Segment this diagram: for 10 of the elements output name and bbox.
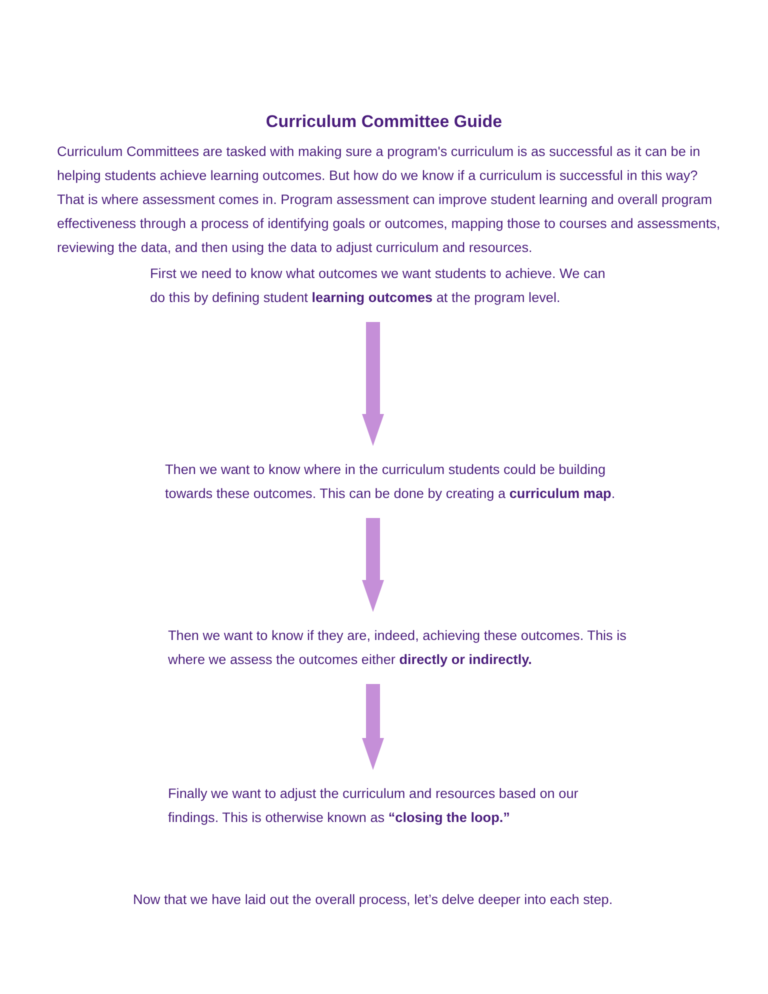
closing-sentence: Now that we have laid out the overall process, let’s delve deeper into each step. [133, 891, 614, 909]
intro-paragraph: Curriculum Committees are tasked with making sure a program's curriculum is as successful as it can be in helping students achieve learning outcomes. But how do we know if a curriculum is successful in this way? That is where assessment comes in. Program assessment can improve student learning and overall program effectiveness through a process of identifying goals or outcomes, mapping those to courses and assessments, reviewing the data, and then using the data to adjust curriculum and resources. [57, 143, 722, 257]
step-text: Finally we want to adjust the curriculum and resources based on our findings. This is otherwise known as “closing the loop.” [168, 785, 580, 827]
step-text: Then we want to know where in the curriculum students could be building towards these outcomes. This can be done by creating a curriculum map. [165, 461, 616, 503]
down-arrow [362, 322, 384, 446]
step-text: First we need to know what outcomes we want students to achieve. We can do this by defining student learning outcomes at the program level. [150, 265, 606, 307]
down-arrow [362, 684, 384, 770]
down-arrow [362, 518, 384, 612]
step-text: Then we want to know if they are, indeed, achieving these outcomes. This is where we assess the outcomes either directly or indirectly. [168, 627, 628, 669]
title: Curriculum Committee Guide [264, 112, 504, 132]
